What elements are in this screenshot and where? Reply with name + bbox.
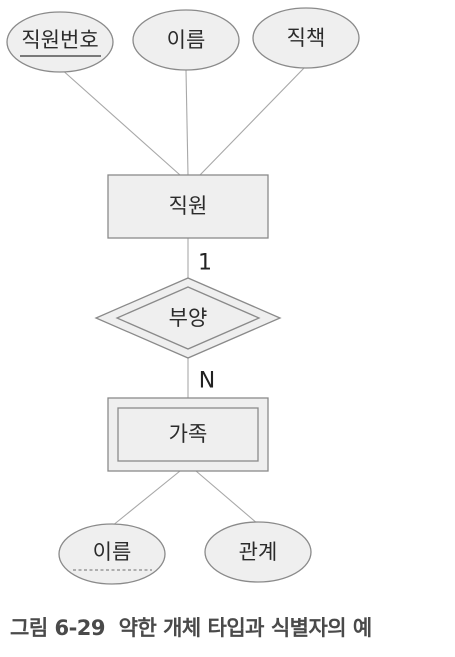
attribute-employee-name: 이름	[132, 9, 240, 71]
attribute-ellipse	[58, 523, 166, 585]
er-diagram: 직원번호 이름 직책 직원 1 부양 N 가족 이름 관계	[6, 7, 360, 585]
relationship-inner-diamond	[115, 286, 261, 350]
weak-entity-family: 가족	[107, 397, 269, 472]
entity-label: 직원	[169, 194, 208, 218]
attribute-label: 직원번호	[21, 28, 98, 52]
entity-employee: 직원	[107, 174, 269, 239]
weak-entity-label: 가족	[169, 422, 208, 446]
edge-employee-id-to-employee	[59, 67, 181, 176]
attribute-ellipse	[252, 7, 360, 69]
figure-caption: 그림 6-29 약한 개체 타입과 식별자의 예	[10, 612, 372, 642]
attribute-ellipse	[132, 9, 240, 71]
attribute-family-name: 이름	[58, 523, 166, 585]
attribute-ellipse	[6, 11, 114, 73]
edge-family-to-name	[111, 470, 181, 527]
attribute-ellipse	[204, 521, 312, 583]
attribute-label: 이름	[167, 28, 206, 52]
attribute-family-relation: 관계	[204, 521, 312, 583]
attribute-label: 직책	[287, 26, 326, 50]
relationship-dependency: 부양	[94, 277, 282, 359]
figure-number: 그림 6-29	[10, 616, 106, 640]
connectors	[59, 65, 307, 527]
weak-entity-inner-box	[117, 407, 259, 462]
figure-title: 약한 개체 타입과 식별자의 예	[118, 616, 373, 640]
edge-position-to-employee	[199, 65, 307, 176]
edge-name-to-employee	[185, 69, 189, 176]
attribute-label: 관계	[239, 540, 278, 564]
edge-family-to-relation	[195, 470, 259, 525]
entity-box	[107, 174, 269, 239]
cardinality-many: N	[199, 369, 215, 394]
cardinality-one: 1	[198, 251, 212, 276]
attribute-employee-position: 직책	[252, 7, 360, 69]
attribute-label: 이름	[93, 540, 132, 564]
relationship-label: 부양	[169, 306, 208, 330]
attribute-employee-id: 직원번호	[6, 11, 114, 73]
